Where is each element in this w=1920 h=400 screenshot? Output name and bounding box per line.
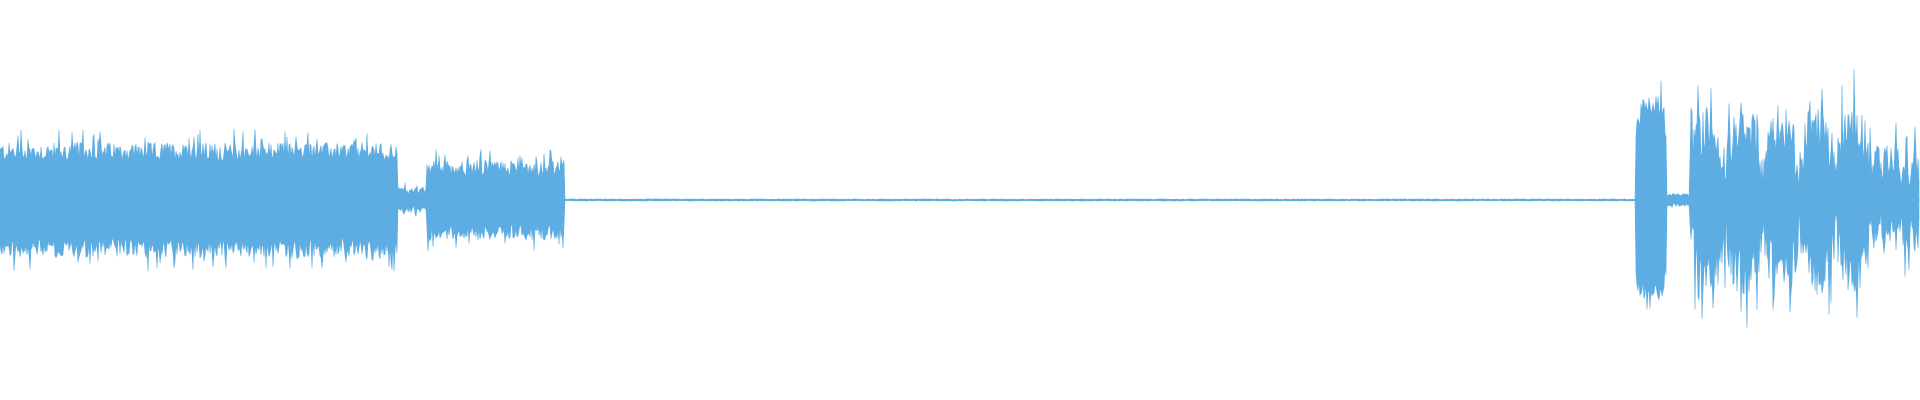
- waveform-path: [0, 68, 1920, 328]
